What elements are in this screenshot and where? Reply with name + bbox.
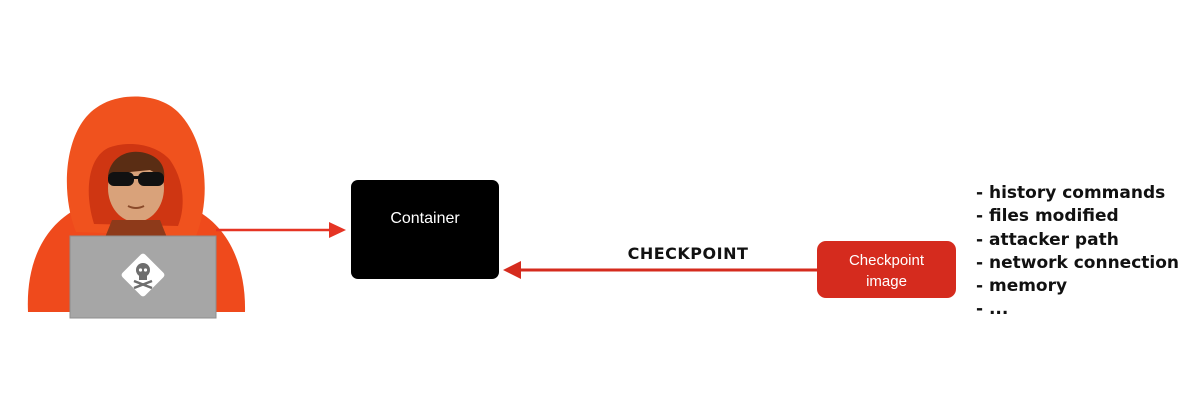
artifact-item: - network connection xyxy=(976,252,1180,273)
container-label: Container xyxy=(390,210,460,227)
artifact-item: - attacker path xyxy=(976,229,1119,250)
restore-arrow-head xyxy=(503,261,521,279)
container-box: Container xyxy=(351,180,499,279)
artifact-item: - ... xyxy=(976,299,1009,320)
attack-arrow-head xyxy=(329,222,346,238)
artifact-list: - history commands - files modified - at… xyxy=(976,182,1179,322)
artifact-item: - files modified xyxy=(976,206,1119,227)
checkpoint-label: CHECKPOINT xyxy=(627,244,749,263)
artifact-item: - history commands xyxy=(976,183,1166,203)
hacker-icon xyxy=(27,96,246,319)
checkpoint-image-line: Checkpoint xyxy=(848,252,925,269)
checkpoint-image-line: image xyxy=(866,273,907,290)
checkpoint-image-box: Checkpoint image xyxy=(817,241,956,298)
artifact-item: - memory xyxy=(976,276,1068,297)
